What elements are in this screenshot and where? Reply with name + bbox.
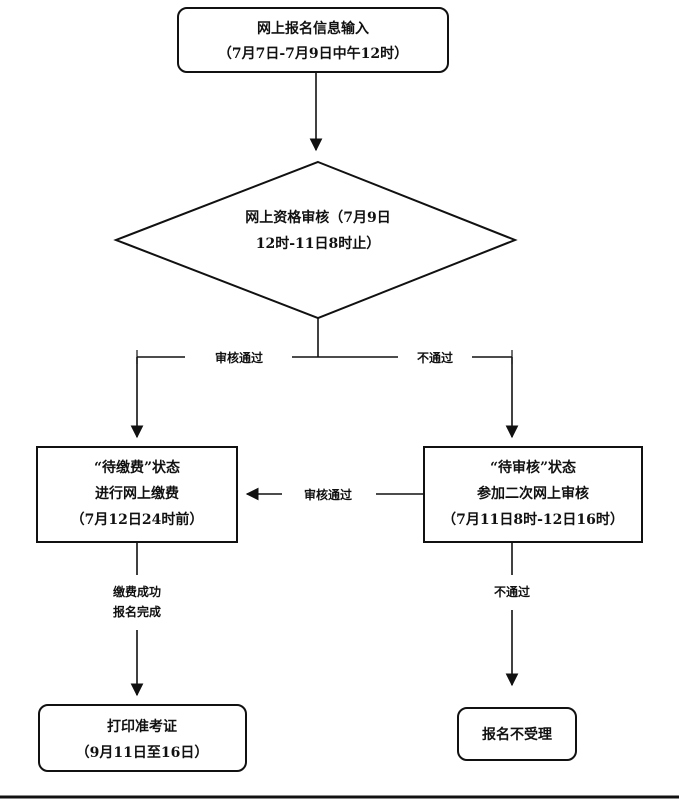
- print-label-line2: （9月11日至16日）: [76, 745, 209, 761]
- print-node: 打印准考证 （9月11日至16日）: [38, 704, 247, 772]
- second-label-line1: “待审核”状态: [490, 459, 576, 476]
- reject-label: 报名不受理: [482, 726, 552, 743]
- review-node: 网上资格审核（7月9日 12时-11日8时止）: [113, 160, 518, 320]
- reject-node: 报名不受理: [457, 707, 577, 761]
- edge-pay-done-2: 报名完成: [113, 604, 161, 619]
- print-box: [38, 704, 247, 772]
- edge-review-pass: 审核通过: [215, 350, 263, 365]
- second-label-line2: 参加二次网上审核: [477, 485, 589, 502]
- reject-box: [457, 707, 577, 761]
- edge-second-pass: 审核通过: [304, 487, 352, 502]
- input-label-line2: （7月7日-7月9日中午12时）: [218, 45, 408, 62]
- input-label-line1: 网上报名信息输入: [257, 20, 369, 37]
- second-review-box: [423, 446, 643, 543]
- pay-label-line3: （7月12日24时前）: [71, 511, 204, 528]
- second-label-line3: （7月11日8时-12日16时）: [442, 511, 624, 528]
- pay-node: “待缴费”状态 进行网上缴费 （7月12日24时前）: [36, 446, 238, 543]
- input-node: 网上报名信息输入 （7月7日-7月9日中午12时）: [177, 7, 449, 73]
- second-review-node: “待审核”状态 参加二次网上审核 （7月11日8时-12日16时）: [423, 446, 643, 543]
- edge-second-fail: 不通过: [494, 584, 530, 599]
- review-label-line1: 网上资格审核（7月9日: [245, 209, 390, 226]
- edge-pay-done-1: 缴费成功: [113, 584, 161, 599]
- review-label-line2: 12时-11日8时止）: [256, 235, 381, 252]
- pay-box: [36, 446, 238, 543]
- input-box: [177, 7, 449, 73]
- print-label-line1: 打印准考证: [107, 718, 177, 735]
- pay-label-line1: “待缴费”状态: [94, 459, 180, 476]
- edge-review-fail: 不通过: [417, 350, 453, 365]
- pay-label-line2: 进行网上缴费: [95, 485, 179, 502]
